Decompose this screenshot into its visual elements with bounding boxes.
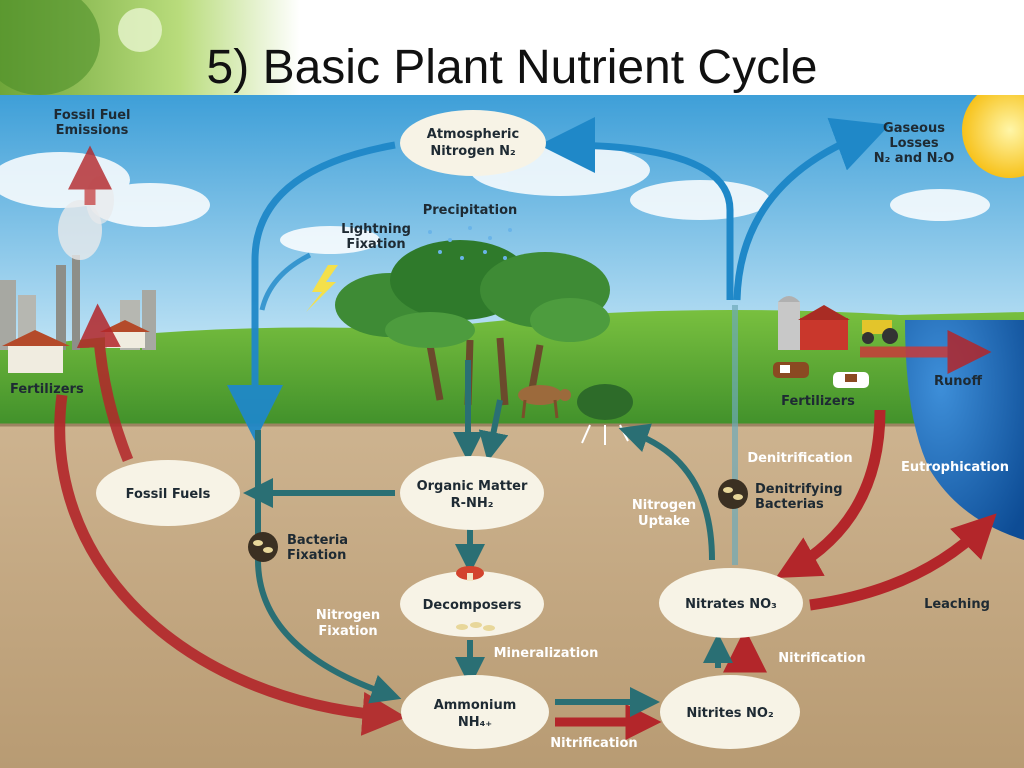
fossil-fuels-to-emissions-arrow (76, 303, 134, 463)
precipitation-label: Precipitation (423, 203, 518, 218)
lightning-fixation-line1: Lightning (341, 222, 411, 237)
node-atmospheric-nitrogen: Atmospheric Nitrogen N₂ (400, 110, 546, 176)
bacteria-icon (248, 532, 278, 562)
ammonium-line2: NH₄₊ (458, 715, 492, 730)
atmospheric-line1: Atmospheric (427, 127, 519, 142)
fossil-fuel-emissions-line2: Emissions (56, 123, 129, 138)
decomposer-bacteria-icon (456, 622, 495, 631)
leaching-label: Leaching (924, 597, 990, 612)
cows-icon (773, 362, 869, 388)
nitrites-label: Nitrites NO₂ (686, 706, 773, 721)
node-organic-matter: Organic Matter R-NH₂ (400, 456, 544, 530)
nitrogen-fixation-arrow (255, 430, 402, 704)
fertilizers-left-label: Fertilizers (10, 382, 84, 397)
nitrogen-uptake-line1: Nitrogen (632, 498, 696, 513)
bacteria-fixation-line2: Fixation (287, 548, 346, 563)
fertilizers-to-ammonium-arrow (54, 394, 407, 736)
rain-drops-icon (428, 226, 512, 260)
gaseous-losses-line2: Losses (889, 136, 939, 151)
gaseous-losses-line3: N₂ and N₂O (874, 151, 955, 166)
node-nitrates: Nitrates NO₃ (659, 568, 803, 638)
tractor-icon (862, 320, 898, 344)
plant-roots-icon (577, 384, 633, 445)
mineralization-label: Mineralization (494, 646, 599, 661)
nitrogen-uptake-line2: Uptake (638, 514, 690, 529)
mushroom-icon (456, 566, 484, 581)
nitrates-label: Nitrates NO₃ (685, 597, 777, 612)
denitrifying-bacterias-line2: Bacterias (755, 497, 824, 512)
leaching-arrow (809, 513, 997, 611)
ammonium-line1: Ammonium (434, 698, 517, 713)
nitrogen-uptake-arrow (618, 423, 715, 561)
tree-icon (335, 240, 610, 406)
nitrogen-fixation-line1: Nitrogen (316, 608, 380, 623)
lightning-icon (306, 265, 338, 312)
organic-line1: Organic Matter (417, 479, 528, 494)
denitrifying-bacteria-icon (718, 479, 748, 509)
fertilizers-to-nitrates-arrow (775, 409, 886, 579)
sun (962, 95, 1024, 178)
fossil-fuel-emissions-line1: Fossil Fuel (54, 108, 131, 123)
nitrogen-cycle-diagram: Atmospheric Nitrogen N₂ Organic Matter R… (0, 95, 1024, 768)
node-fossil-fuels: Fossil Fuels (96, 460, 240, 526)
organic-line2: R-NH₂ (451, 496, 494, 511)
runoff-label: Runoff (934, 374, 982, 389)
denitrifying-bacterias-line1: Denitrifying (755, 482, 843, 497)
slide-title: 5) Basic Plant Nutrient Cycle (206, 41, 818, 94)
nitrification-right-label: Nitrification (778, 651, 865, 666)
ocean (905, 320, 1024, 540)
denitrification-label: Denitrification (747, 451, 852, 466)
gas-to-atmosphere-arrow (539, 117, 734, 300)
lightning-fixation-line2: Fixation (346, 237, 405, 252)
eutrophication-label: Eutrophication (901, 460, 1009, 475)
fertilizers-right-label: Fertilizers (781, 394, 855, 409)
gaseous-losses-arrow (733, 117, 890, 301)
barn-icon (778, 296, 850, 350)
node-ammonium: Ammonium NH₄₊ (401, 675, 549, 749)
nitrogen-fixation-line2: Fixation (318, 624, 377, 639)
bacteria-fixation-line1: Bacteria (287, 533, 348, 548)
gaseous-losses-line1: Gaseous (883, 121, 945, 136)
node-nitrites: Nitrites NO₂ (660, 675, 800, 749)
plant-to-organic-arrow (478, 399, 509, 462)
atmospheric-line2: Nitrogen N₂ (430, 144, 515, 159)
nitrification-bottom-label: Nitrification (550, 736, 637, 751)
deer-icon (518, 385, 571, 419)
fossil-fuels-label: Fossil Fuels (126, 487, 211, 502)
lightning-fixation-arrow (259, 252, 312, 311)
atmosphere-down-arrow (227, 141, 396, 441)
node-decomposers: Decomposers (400, 571, 544, 637)
decomposers-label: Decomposers (423, 598, 522, 613)
leaf-decoration (0, 0, 300, 95)
